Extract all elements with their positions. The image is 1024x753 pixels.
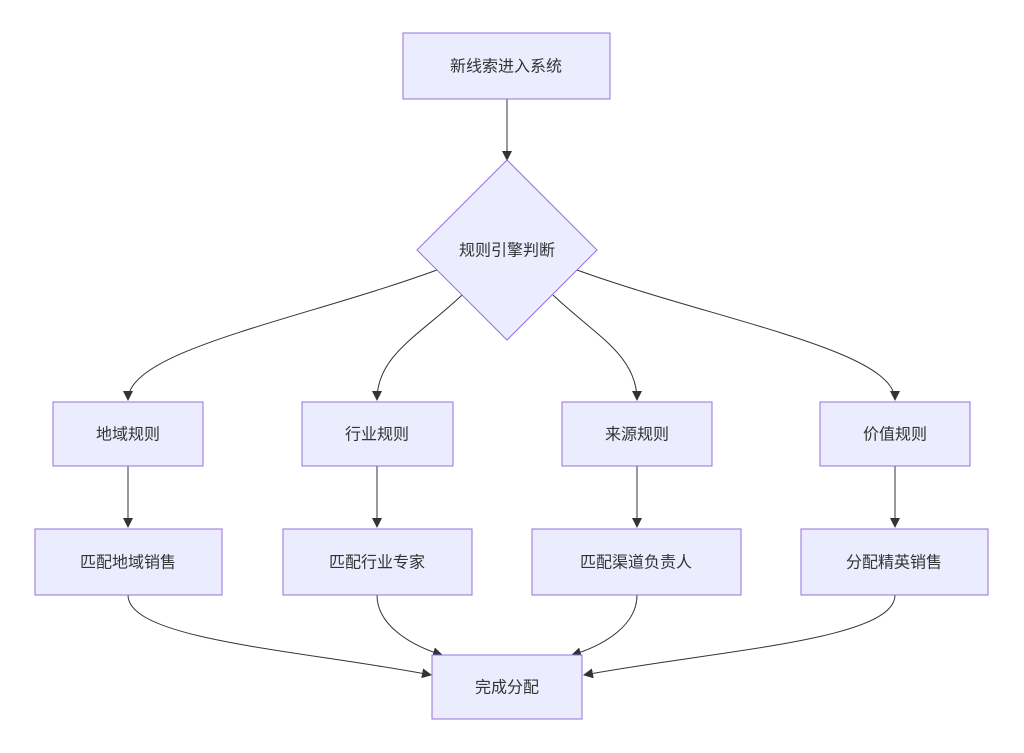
edge-match-industry-to-end	[376, 594, 443, 658]
node-match-region-label: 匹配地域销售	[80, 553, 176, 572]
edge-decision-to-source	[552, 294, 642, 401]
node-match-source: 匹配渠道负责人	[531, 528, 742, 596]
edge-decision-to-region	[123, 269, 438, 401]
node-end-label: 完成分配	[475, 678, 539, 697]
node-start-label: 新线索进入系统	[450, 57, 562, 76]
node-rule-value: 价值规则	[819, 401, 971, 467]
node-rule-region-label: 地域规则	[96, 425, 160, 444]
edges	[123, 99, 900, 679]
node-end: 完成分配	[431, 654, 583, 720]
node-match-industry-label: 匹配行业专家	[329, 553, 425, 572]
node-rule-source-label: 来源规则	[605, 425, 669, 444]
node-rule-region: 地域规则	[52, 401, 204, 467]
node-start: 新线索进入系统	[402, 32, 611, 100]
node-rule-industry-label: 行业规则	[345, 425, 409, 444]
node-decision: 规则引擎判断	[416, 159, 598, 341]
node-match-value-label: 分配精英销售	[846, 553, 942, 572]
node-rule-source: 来源规则	[561, 401, 713, 467]
node-match-value: 分配精英销售	[800, 528, 989, 596]
node-match-source-label: 匹配渠道负责人	[580, 553, 692, 572]
node-match-industry: 匹配行业专家	[282, 528, 473, 596]
node-decision-label: 规则引擎判断	[459, 241, 555, 260]
edge-decision-to-industry	[372, 294, 463, 401]
edge-match-region-to-end	[127, 594, 432, 679]
edge-match-value-to-end	[583, 594, 896, 679]
node-rule-value-label: 价值规则	[863, 425, 927, 444]
node-rule-industry: 行业规则	[301, 401, 454, 467]
node-match-region: 匹配地域销售	[34, 528, 223, 596]
edge-match-source-to-end	[571, 594, 638, 658]
edge-decision-to-value	[576, 269, 900, 401]
